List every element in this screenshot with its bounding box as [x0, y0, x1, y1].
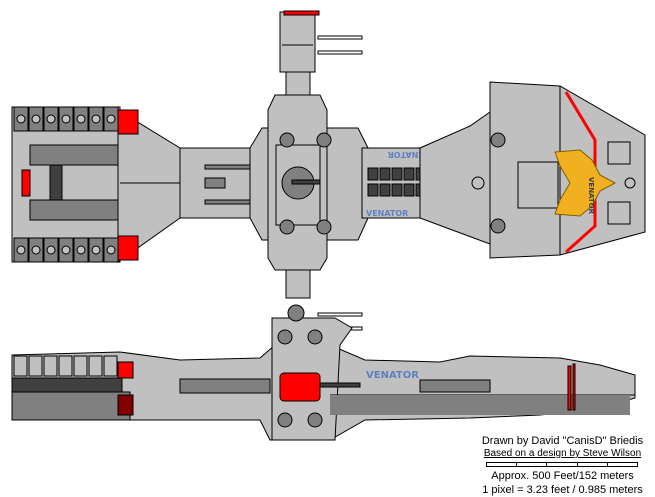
- engine-module: [73, 355, 88, 377]
- hangar-hatch: [391, 183, 403, 197]
- hangar-hatch: [367, 183, 379, 197]
- engine-nozzle: [61, 114, 71, 124]
- engine-module: [58, 355, 73, 377]
- hangar-hatch: [367, 167, 379, 181]
- credits: Drawn by David "CanisD" Briedis Based on…: [470, 434, 655, 497]
- hull-marking: VENATOR: [587, 177, 595, 215]
- red-band: [117, 235, 139, 261]
- engine-nozzle: [106, 114, 116, 124]
- hull-marking: VENATOR: [366, 370, 419, 381]
- engine-nozzle: [76, 114, 86, 124]
- author-credit: Drawn by David "CanisD" Briedis: [481, 435, 644, 447]
- engine-nozzle: [106, 245, 116, 255]
- republic-emblem: [554, 149, 617, 217]
- hangar-hatch: [391, 167, 403, 181]
- engine-nozzle: [61, 245, 71, 255]
- size-note: Approx. 500 Feet/152 meters: [491, 470, 634, 482]
- design-credit: Based on a design by Steve Wilson: [483, 448, 642, 459]
- engine-nozzle: [46, 114, 56, 124]
- engine-module: [13, 355, 28, 377]
- engine-module: [88, 355, 103, 377]
- red-reactor: [279, 372, 321, 402]
- side-engine-modules: [13, 355, 118, 377]
- lower-turret-pod: [285, 267, 363, 331]
- engine-nozzle: [46, 245, 56, 255]
- engine-nozzle: [16, 114, 26, 124]
- hull-marking: VENATOR: [366, 209, 408, 218]
- top-view: VENATOR VENATOR VENATOR: [11, 10, 646, 331]
- engine-nozzle: [76, 245, 86, 255]
- side-view: VENATOR: [11, 304, 636, 441]
- engine-module: [43, 355, 58, 377]
- hangar-hatch: [379, 167, 391, 181]
- red-band: [117, 109, 139, 135]
- scale-bar: [486, 462, 639, 467]
- engine-nozzle: [16, 245, 26, 255]
- engine-modules-bottom: [13, 237, 119, 263]
- hull-marking: VENATOR: [388, 150, 430, 159]
- upper-turret-pod: [279, 10, 363, 99]
- engine-nozzle: [31, 245, 41, 255]
- hangar-hatch: [403, 167, 415, 181]
- engine-nozzle: [31, 114, 41, 124]
- engine-modules-top: [13, 106, 119, 132]
- hangar-hatch: [379, 183, 391, 197]
- engine-module: [103, 355, 118, 377]
- engine-nozzle: [91, 245, 101, 255]
- hangar-hatch: [403, 183, 415, 197]
- engine-nozzle: [91, 114, 101, 124]
- pixel-scale-note: 1 pixel = 3.23 feet / 0.985 meters: [482, 484, 643, 496]
- engine-module: [28, 355, 43, 377]
